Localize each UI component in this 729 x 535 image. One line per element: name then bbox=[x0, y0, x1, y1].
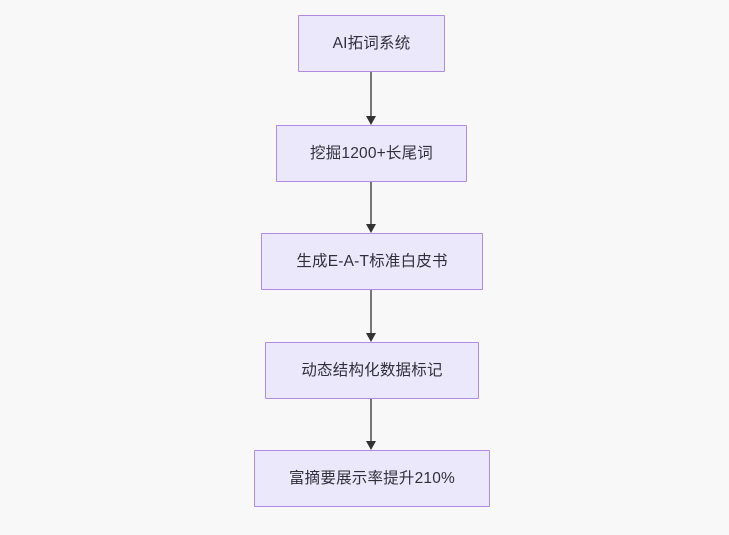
edge-arrow-icon bbox=[366, 290, 376, 342]
flowchart-node-n3[interactable]: 生成E-A-T标准白皮书 bbox=[261, 233, 483, 290]
flowchart-node-label: 生成E-A-T标准白皮书 bbox=[296, 252, 448, 270]
edge-n1-to-n2 bbox=[363, 72, 379, 125]
edge-arrow-icon bbox=[366, 72, 376, 125]
flowchart-node-n5[interactable]: 富摘要展示率提升210% bbox=[254, 450, 490, 507]
edge-arrow-icon bbox=[366, 399, 376, 450]
flowchart-node-n4[interactable]: 动态结构化数据标记 bbox=[265, 342, 479, 399]
flowchart-node-n2[interactable]: 挖掘1200+长尾词 bbox=[276, 125, 467, 182]
edge-n3-to-n4 bbox=[363, 290, 379, 342]
edge-arrow-icon bbox=[366, 182, 376, 233]
flowchart-node-label: AI拓词系统 bbox=[332, 34, 411, 52]
flowchart-node-n1[interactable]: AI拓词系统 bbox=[298, 15, 445, 72]
flowchart-node-label: 动态结构化数据标记 bbox=[301, 361, 443, 379]
edge-n2-to-n3 bbox=[363, 182, 379, 233]
flowchart-node-label: 富摘要展示率提升210% bbox=[288, 469, 456, 487]
flowchart-node-label: 挖掘1200+长尾词 bbox=[309, 144, 434, 162]
edge-n4-to-n5 bbox=[363, 399, 379, 450]
